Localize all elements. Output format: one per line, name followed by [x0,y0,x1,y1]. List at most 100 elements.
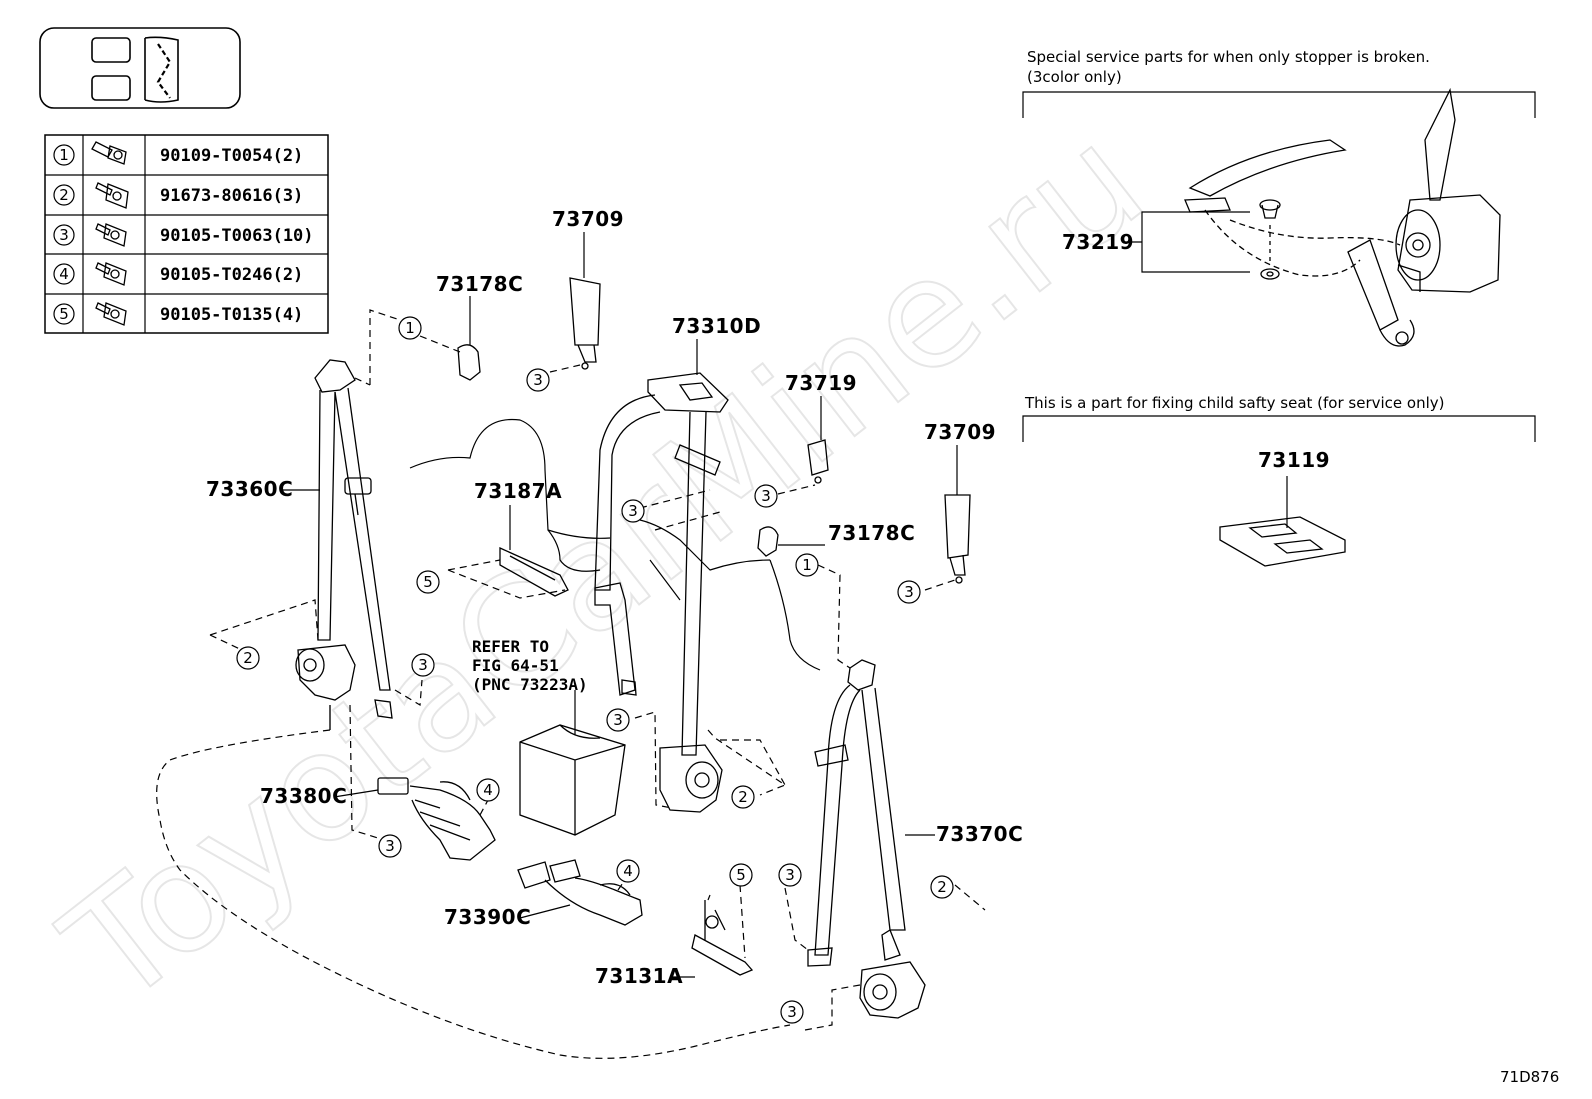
part-label-73709: 73709 [924,420,996,444]
bolt-table: 1 90109-T0054(2) 2 91673-80616(3) 3 9010… [44,134,329,334]
svg-text:3: 3 [785,866,795,884]
callout-3: 3 [754,484,778,508]
refer-line-3: (PNC 73223A) [472,675,588,694]
callout-1: 1 [398,316,422,340]
seat-belt-73310d [594,372,729,813]
bolt-row-4: 4 90105-T0246(2) [53,262,303,286]
callout-5: 5 [416,570,440,594]
svg-text:4: 4 [623,862,633,880]
bolt-row-5: 5 90105-T0135(4) [53,302,303,326]
bolt-row-3-part: 90105-T0063(10) [160,226,314,246]
svg-text:2: 2 [243,649,253,667]
seat-belt-73370c [807,659,926,1019]
bolt-row-2-part: 91673-80616(3) [160,186,303,206]
svg-text:3: 3 [385,837,395,855]
bolt-icon [91,141,127,165]
bolt-row-1: 1 90109-T0054(2) [53,141,303,166]
part-label-73709: 73709 [552,207,624,231]
buckle-73390c [517,859,643,926]
buckle-73380c [377,777,496,861]
part-labels: 73709 73178C 73310D 73719 73709 73360C 7… [206,207,1023,988]
callouts: 1 3 5 2 3 3 4 3 4 5 3 2 3 3 1 3 3 2 [236,316,954,1024]
bracket-73131a [691,900,754,976]
callout-3: 3 [526,368,550,392]
cover-73719 [807,439,829,484]
bolt-icon [95,182,129,209]
part-label-73178c: 73178C [436,272,523,296]
child-seat-section: This is a part for fixing child safty se… [1022,394,1536,567]
part-label-73390c: 73390C [444,905,531,929]
rear-seat-outline [409,418,821,671]
svg-text:3: 3 [787,1003,797,1021]
bolt-row-3: 3 90105-T0063(10) [53,223,314,247]
bolt-row-5-part: 90105-T0135(4) [160,305,303,325]
part-label-73310d: 73310D [672,314,761,338]
callout-5: 5 [729,863,753,887]
part-label-73360c: 73360C [206,477,293,501]
bolt-row-5-number: 5 [59,305,69,323]
label-leaders [282,232,958,978]
svg-text:3: 3 [628,502,638,520]
callout-3: 3 [897,580,921,604]
vehicle-locator-icon [39,27,241,109]
callout-4: 4 [616,859,640,883]
dashed-leaders [209,309,986,1031]
callout-3: 3 [606,708,630,732]
svg-text:3: 3 [533,371,543,389]
callout-1: 1 [795,553,819,577]
refer-line-2: FIG 64-51 [472,656,559,675]
callout-3: 3 [411,653,435,677]
callout-3: 3 [378,834,402,858]
svg-text:4: 4 [483,781,493,799]
special-service-section: Special service parts for when only stop… [1022,48,1536,347]
svg-text:3: 3 [761,487,771,505]
bolt-row-3-number: 3 [59,226,69,244]
bolt-icon [95,302,127,326]
cover-73178c-top [457,344,481,381]
part-label-73131a: 73131A [595,964,683,988]
child-seat-anchor-plate [1219,516,1346,567]
special-note-line-2: (3color only) [1027,68,1122,86]
bolt-icon [95,262,127,286]
cover-73178c-mid [757,526,779,557]
belt-guide-73709-top [569,277,601,370]
part-label-73219: 73219 [1062,230,1134,254]
bolt-row-2: 2 91673-80616(3) [53,182,303,209]
child-seat-note: This is a part for fixing child safty se… [1024,394,1444,412]
svg-text:5: 5 [423,573,433,591]
svg-text:1: 1 [802,556,812,574]
bolt-icon [95,223,127,247]
part-label-73719: 73719 [785,371,857,395]
part-label-73187a: 73187A [474,479,562,503]
part-label-73178c: 73178C [828,521,915,545]
bolt-row-1-number: 1 [59,146,69,164]
svg-text:2: 2 [738,788,748,806]
part-label-73119: 73119 [1258,448,1330,472]
stopper-parts [1259,199,1281,280]
svg-text:3: 3 [418,656,428,674]
svg-text:3: 3 [613,711,623,729]
svg-text:5: 5 [736,866,746,884]
refer-to-note: REFER TO FIG 64-51 (PNC 73223A) [472,637,588,694]
bolt-row-1-part: 90109-T0054(2) [160,146,303,166]
belt-guide-73709-right [944,494,971,584]
seat-belt-73360c [295,359,393,719]
svg-text:1: 1 [405,319,415,337]
svg-text:3: 3 [904,583,914,601]
callout-2: 2 [930,875,954,899]
callout-3: 3 [778,863,802,887]
callout-3: 3 [621,499,645,523]
bolt-row-2-number: 2 [59,186,69,204]
part-label-73380c: 73380C [260,784,347,808]
bolt-row-4-part: 90105-T0246(2) [160,265,303,285]
bolt-row-4-number: 4 [59,265,69,283]
callout-3: 3 [780,1000,804,1024]
refer-line-1: REFER TO [472,637,549,656]
callout-2: 2 [731,785,755,809]
floor-dashed-outline [156,729,791,1059]
part-label-73370c: 73370C [936,822,1023,846]
diagram-code: 71D876 [1500,1068,1559,1086]
svg-text:2: 2 [937,878,947,896]
